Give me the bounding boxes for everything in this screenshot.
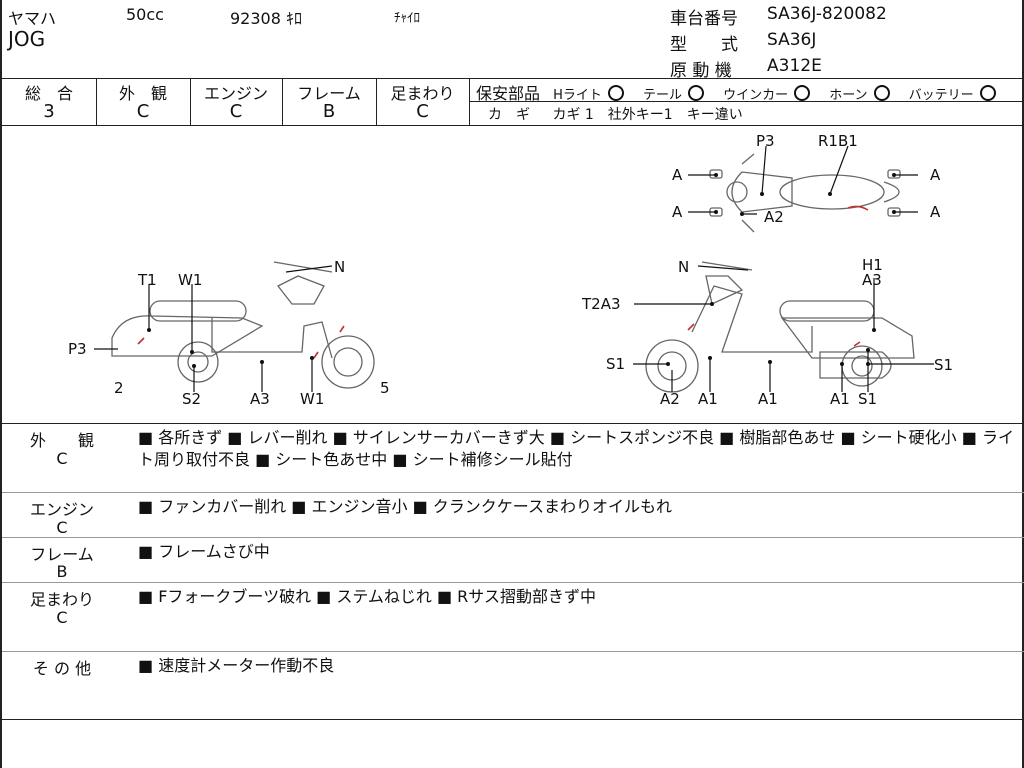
grade-header-exterior: 外 観 xyxy=(118,84,167,103)
diag-label: A xyxy=(930,166,941,184)
ok-circle-icon xyxy=(873,85,890,101)
safety-parts-row: 保安部品 Hライト テール ウインカー ホーン バッテリー xyxy=(476,80,996,104)
diag-label: H1 xyxy=(862,256,883,274)
grade-suspension: C xyxy=(416,101,429,122)
diag-label: S2 xyxy=(182,390,201,408)
section-grade-engine: C xyxy=(56,518,68,537)
diag-label: R1B1 xyxy=(818,132,858,150)
safety-label: 保安部品 xyxy=(476,84,541,103)
section-label-exterior: 外 観 xyxy=(29,431,94,450)
frame-no-label: 車台番号 xyxy=(670,9,738,29)
mileage: 92308 ｷﾛ xyxy=(230,9,302,28)
diag-label: A3 xyxy=(250,390,270,408)
diag-label: S1 xyxy=(858,390,877,408)
frame-no: SA36J-820082 xyxy=(767,4,887,24)
model-name: JOG xyxy=(8,27,46,51)
section-label-engine: エンジン xyxy=(29,500,94,519)
grade-header-engine: エンジン xyxy=(203,84,268,103)
diag-label: T1 xyxy=(137,271,157,289)
engine-value: A312E xyxy=(767,56,822,76)
key-row: カ ギ カギ 1 社外キー1 キー違い xyxy=(488,104,743,124)
safety-item-tail: テール xyxy=(642,88,682,103)
damage-diagram: P3 R1B1 A A A A A2 N T1 W1 P3 2 S2 A3 W1… xyxy=(68,132,953,408)
grade-engine: C xyxy=(229,101,243,122)
diag-label: W1 xyxy=(300,390,324,408)
diag-label: 5 xyxy=(380,379,390,397)
diag-label: T2A3 xyxy=(581,295,621,313)
diag-label: W1 xyxy=(178,271,202,289)
diag-label: A2 xyxy=(660,390,680,408)
diag-label: A2 xyxy=(764,208,784,226)
diag-label: 2 xyxy=(114,379,124,397)
diag-label: P3 xyxy=(756,132,775,150)
type-value: SA36J xyxy=(767,30,817,50)
diag-label: A1 xyxy=(698,390,718,408)
section-label-suspension: 足まわり xyxy=(29,590,94,609)
section-grade-frame: B xyxy=(56,562,68,581)
diag-label: S1 xyxy=(606,355,625,373)
ok-circle-icon xyxy=(688,85,704,101)
divider xyxy=(2,125,1024,126)
diag-label: A1 xyxy=(758,390,778,408)
diag-label: N xyxy=(334,258,345,276)
color: ﾁｬｲﾛ xyxy=(394,11,420,26)
section-notes-exterior: ■ 各所きず ■ レバー削れ ■ サイレンサーカバーきず大 ■ シートスポンジ不… xyxy=(138,428,1014,469)
diag-label: S1 xyxy=(934,356,953,374)
diag-label: A xyxy=(672,166,683,184)
ok-circle-icon xyxy=(794,85,811,101)
diag-label: A1 xyxy=(830,390,850,408)
divider xyxy=(2,78,1024,79)
safety-item-horn: ホーン xyxy=(829,88,868,103)
section-grade-exterior: C xyxy=(56,449,68,468)
ok-circle-icon xyxy=(979,85,996,101)
grade-header-overall: 総 合 xyxy=(24,84,73,103)
grade-header-frame: フレーム xyxy=(297,84,361,103)
safety-item-winker: ウインカー xyxy=(723,88,789,103)
section-notes-other: ■ 速度計メーター作動不良 xyxy=(138,656,335,675)
grade-frame: B xyxy=(322,101,336,122)
diag-label: A xyxy=(930,203,941,221)
diag-label: A xyxy=(672,203,683,221)
displacement: 50cc xyxy=(126,5,164,24)
engine-label: 原 動 機 xyxy=(670,61,732,81)
key-text: カギ 1 社外キー1 キー違い xyxy=(552,107,743,123)
type-label: 型 式 xyxy=(670,35,738,55)
section-notes-engine: ■ ファンカバー削れ ■ エンジン音小 ■ クランクケースまわりオイルもれ xyxy=(138,497,672,516)
diag-label: N xyxy=(678,258,689,276)
grade-exterior: C xyxy=(136,101,150,122)
safety-item-headlight: Hライト xyxy=(553,88,602,103)
ok-circle-icon xyxy=(607,85,624,101)
grade-header-suspension: 足まわり xyxy=(390,84,455,103)
key-label: カ ギ xyxy=(488,107,530,123)
section-label-other: そ の 他 xyxy=(32,659,92,678)
safety-item-battery: バッテリー xyxy=(908,88,974,103)
section-notes-frame: ■ フレームさび中 xyxy=(138,542,270,561)
diag-label: P3 xyxy=(68,340,87,358)
diag-label: A3 xyxy=(862,271,882,289)
section-grade-suspension: C xyxy=(56,608,68,627)
grade-overall: 3 xyxy=(43,101,55,122)
section-label-frame: フレーム xyxy=(30,545,94,564)
maker: ヤマハ xyxy=(8,9,57,28)
section-notes-suspension: ■ Fフォークブーツ破れ ■ ステムねじれ ■ Rサス摺動部きず中 xyxy=(138,587,596,606)
